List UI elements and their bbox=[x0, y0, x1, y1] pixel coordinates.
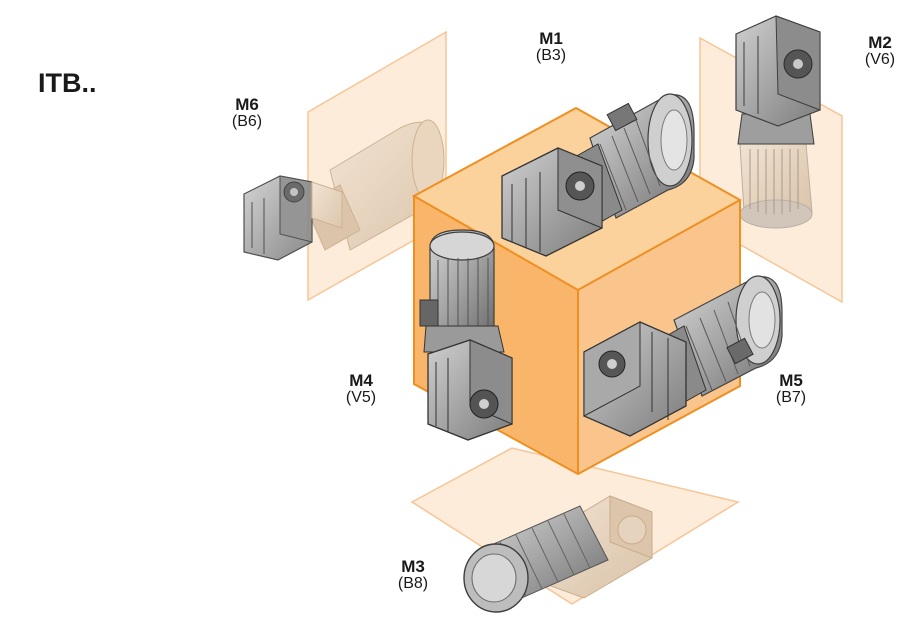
label-m3: M3(B8) bbox=[397, 557, 429, 592]
label-m1: M1(B3) bbox=[535, 29, 567, 64]
label-m5: M5(B7) bbox=[775, 371, 807, 406]
gear-motor-m1 bbox=[501, 93, 695, 257]
label-m6: M6(B6) bbox=[231, 95, 263, 130]
gear-motor-m3 bbox=[463, 495, 653, 613]
gear-motor-m5 bbox=[583, 275, 783, 437]
gear-motor-m4 bbox=[419, 229, 513, 441]
series-title: ITB.. bbox=[38, 68, 97, 98]
label-m2: M2(V6) bbox=[864, 33, 896, 68]
gear-motor-m2 bbox=[735, 15, 821, 229]
label-m4: M4(V5) bbox=[345, 371, 377, 406]
